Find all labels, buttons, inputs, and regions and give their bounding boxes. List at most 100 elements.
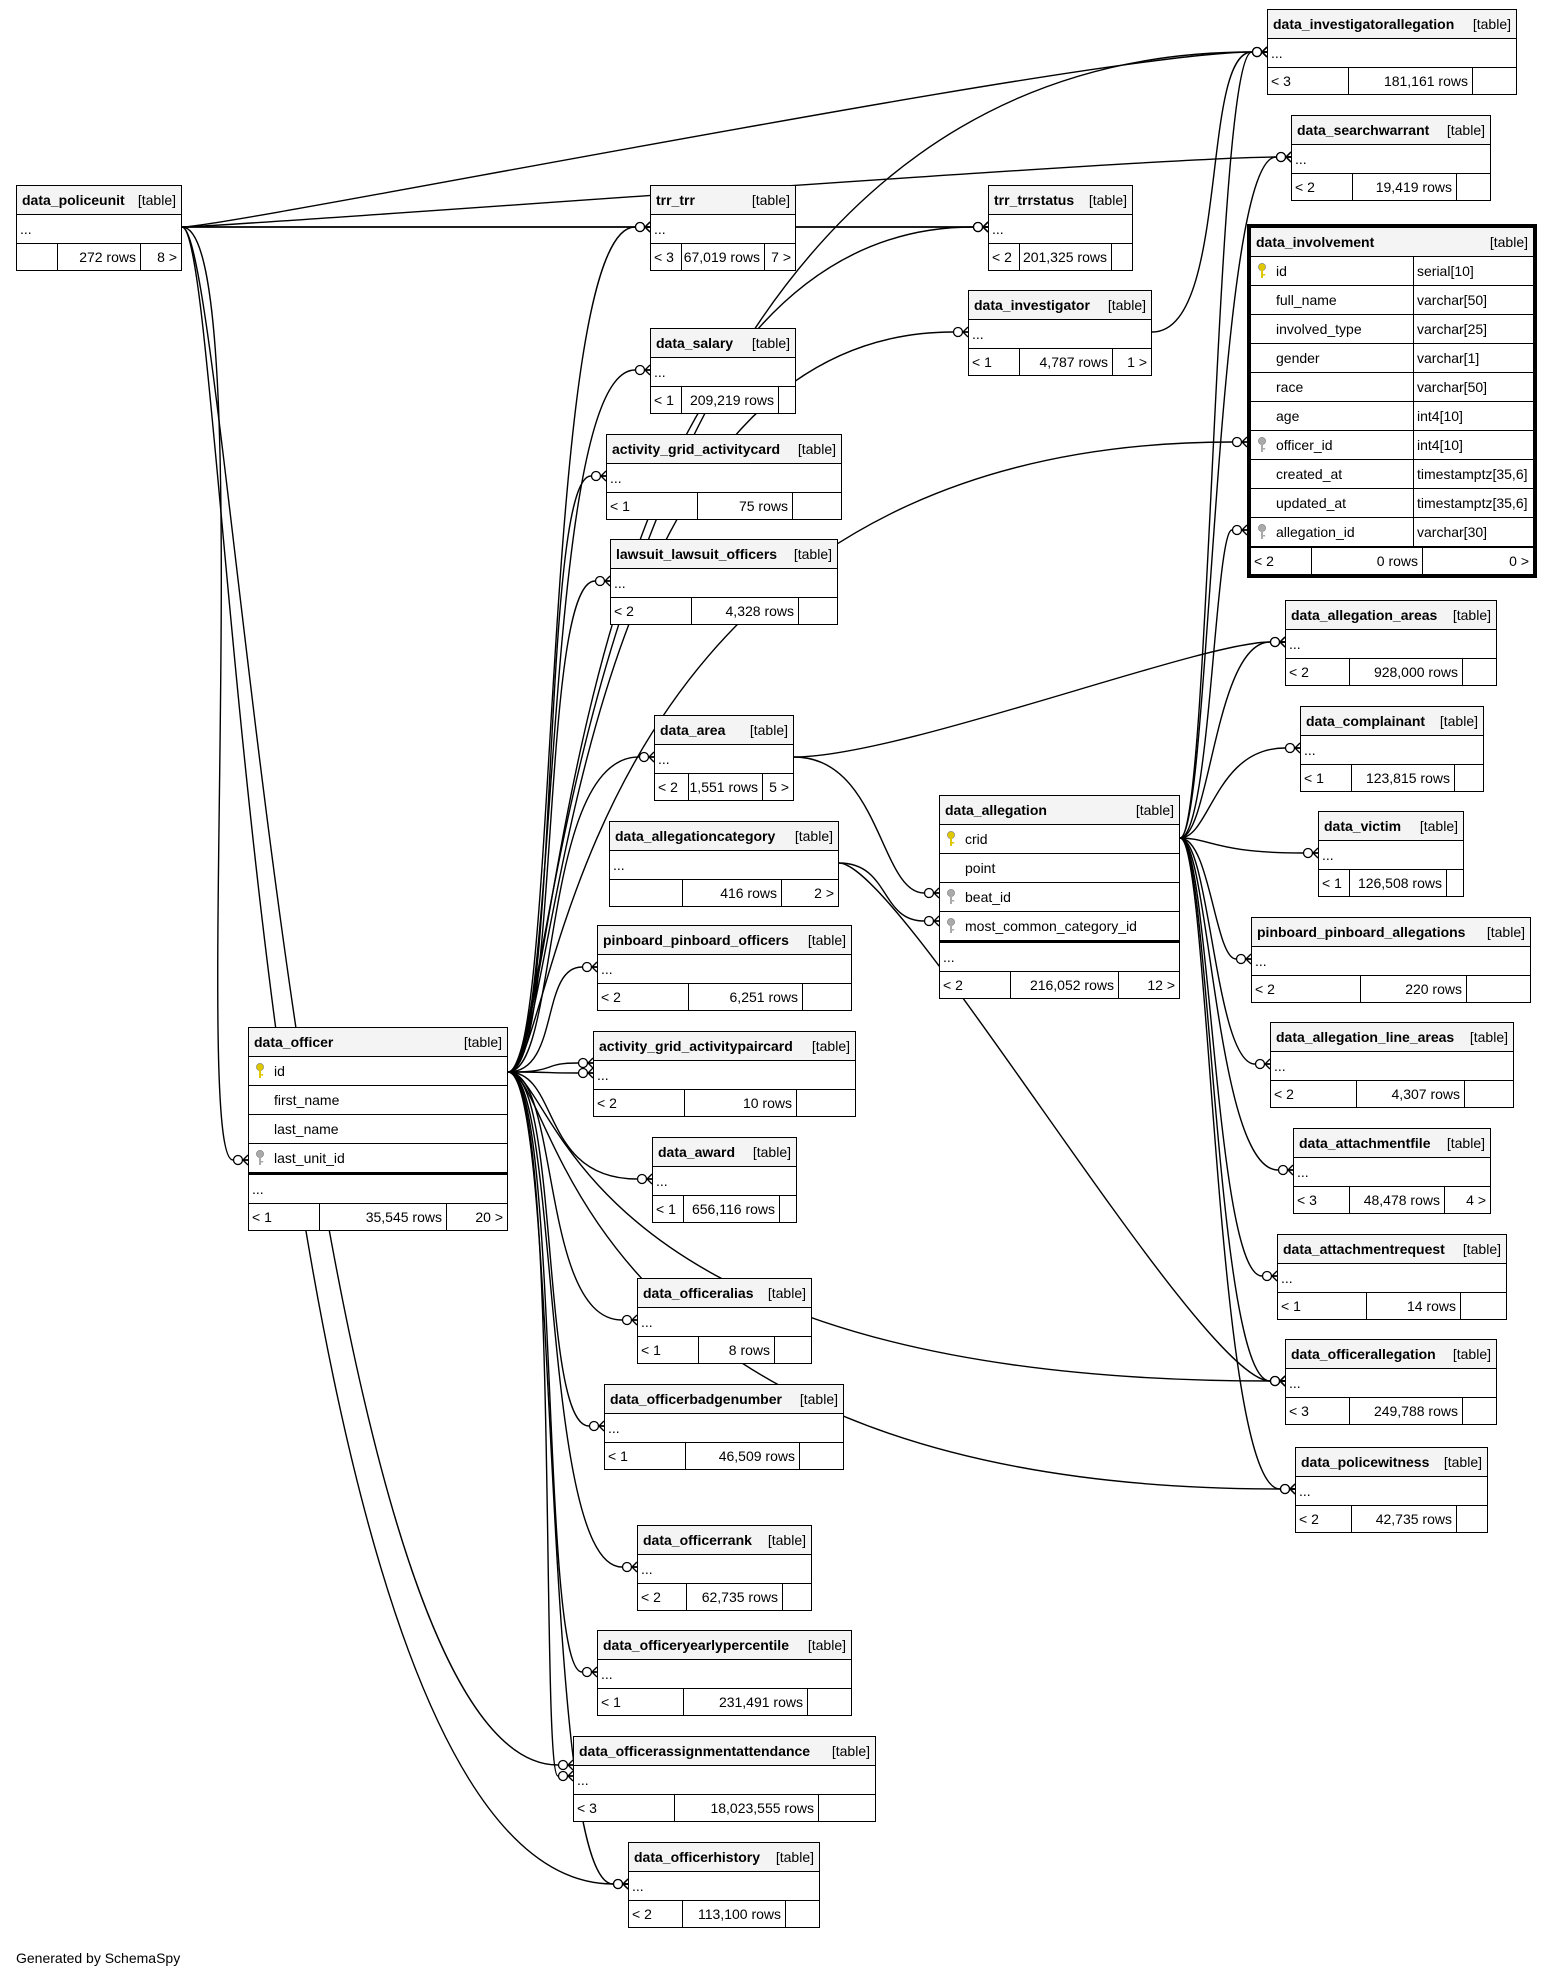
table-data-involvement[interactable]: data_involvement [table] id serial[10] f… (1247, 224, 1537, 578)
child-count[interactable] (1461, 1293, 1506, 1319)
parent-count[interactable]: < 1 (656, 1201, 676, 1217)
parent-count[interactable]: < 1 (1304, 770, 1324, 786)
child-count[interactable] (797, 1090, 855, 1116)
table-data-policewitness[interactable]: data_policewitness [table] ... < 2 42,73… (1295, 1447, 1488, 1533)
child-count[interactable] (1463, 1398, 1496, 1424)
table-data-officeryearlypercentile[interactable]: data_officeryearlypercentile [table] ...… (597, 1630, 852, 1716)
table-data-officerallegation[interactable]: data_officerallegation [table] ... < 3 2… (1285, 1339, 1497, 1425)
parent-count[interactable]: < 2 (641, 1589, 661, 1605)
parent-count[interactable]: < 2 (1274, 1086, 1294, 1102)
table-data-allegationcategory[interactable]: data_allegationcategory [table] ... 416 … (609, 821, 839, 907)
child-count[interactable] (786, 1901, 819, 1927)
optional-marker (590, 470, 602, 482)
parent-count[interactable]: < 2 (943, 977, 963, 993)
child-count[interactable]: 5 > (769, 779, 789, 795)
child-count[interactable] (1455, 765, 1483, 791)
table-data-attachmentfile[interactable]: data_attachmentfile [table] ... < 3 48,4… (1293, 1128, 1491, 1214)
child-count[interactable] (780, 1196, 796, 1222)
child-count[interactable] (808, 1689, 851, 1715)
child-count[interactable]: 20 > (475, 1209, 503, 1225)
parent-count[interactable]: < 3 (577, 1800, 597, 1816)
table-data-investigator[interactable]: data_investigator [table] ... < 1 4,787 … (968, 290, 1152, 376)
child-count[interactable]: 1 > (1127, 354, 1147, 370)
table-activity-grid-activitycard[interactable]: activity_grid_activitycard [table] ... <… (606, 434, 842, 520)
parent-count[interactable]: < 2 (1254, 553, 1274, 569)
child-count[interactable] (793, 493, 841, 519)
child-count[interactable] (1467, 976, 1530, 1002)
table-pinboard-pinboard-officers[interactable]: pinboard_pinboard_officers [table] ... <… (597, 925, 852, 1011)
child-count[interactable] (1457, 1506, 1487, 1532)
table-trr-trr[interactable]: trr_trr [table] ... < 3 67,019 rows 7 > (650, 185, 796, 271)
parent-count[interactable]: < 2 (632, 1906, 652, 1922)
relationship-line (1151, 51, 1267, 333)
table-data-investigatorallegation[interactable]: data_investigatorallegation [table] ... … (1267, 9, 1517, 95)
child-count[interactable]: 7 > (771, 249, 791, 265)
parent-count[interactable] (17, 244, 57, 270)
child-count[interactable] (779, 387, 795, 413)
table-data-award[interactable]: data_award [table] ... < 1 656,116 rows (652, 1137, 797, 1223)
parent-count[interactable]: < 2 (601, 989, 621, 1005)
child-count[interactable]: 0 > (1509, 553, 1529, 569)
child-count[interactable]: 12 > (1147, 977, 1175, 993)
child-count[interactable] (800, 1443, 843, 1469)
table-name: data_officeralias (643, 1285, 754, 1301)
table-data-officerhistory[interactable]: data_officerhistory [table] ... < 2 113,… (628, 1842, 820, 1928)
child-count[interactable] (775, 1337, 811, 1363)
child-count[interactable] (1463, 659, 1496, 685)
table-data-officerbadgenumber[interactable]: data_officerbadgenumber [table] ... < 1 … (604, 1384, 844, 1470)
table-pinboard-pinboard-allegations[interactable]: pinboard_pinboard_allegations [table] ..… (1251, 917, 1531, 1003)
parent-count[interactable]: < 2 (1255, 981, 1275, 997)
child-count[interactable] (1473, 68, 1516, 94)
child-count[interactable]: 4 > (1466, 1192, 1486, 1208)
parent-count[interactable]: < 2 (658, 779, 678, 795)
table-data-allegation-line-areas[interactable]: data_allegation_line_areas [table] ... <… (1270, 1022, 1514, 1108)
parent-count[interactable]: < 3 (1289, 1403, 1309, 1419)
parent-count[interactable]: < 2 (597, 1095, 617, 1111)
parent-count[interactable]: < 1 (610, 498, 630, 514)
table-data-allegation[interactable]: data_allegation [table] crid point (939, 795, 1180, 999)
child-count[interactable] (1112, 244, 1132, 270)
parent-count[interactable]: < 1 (641, 1342, 661, 1358)
table-header: data_allegation_areas [table] (1286, 601, 1496, 630)
table-data-officer[interactable]: data_officer [table] id first_name (248, 1027, 508, 1231)
table-data-victim[interactable]: data_victim [table] ... < 1 126,508 rows (1318, 811, 1464, 897)
child-count[interactable]: 2 > (814, 885, 834, 901)
table-trr-trrstatus[interactable]: trr_trrstatus [table] ... < 2 201,325 ro… (988, 185, 1133, 271)
parent-count[interactable] (610, 880, 682, 906)
table-data-allegation-areas[interactable]: data_allegation_areas [table] ... < 2 92… (1285, 600, 1497, 686)
parent-count[interactable]: < 1 (601, 1694, 621, 1710)
table-data-policeunit[interactable]: data_policeunit [table] ... 272 rows 8 > (16, 185, 182, 271)
child-count[interactable] (783, 1584, 811, 1610)
parent-count[interactable]: < 1 (654, 392, 674, 408)
table-data-complainant[interactable]: data_complainant [table] ... < 1 123,815… (1300, 706, 1484, 792)
parent-count[interactable]: < 1 (972, 354, 992, 370)
parent-count[interactable]: < 2 (992, 249, 1012, 265)
parent-count[interactable]: < 2 (1295, 179, 1315, 195)
parent-count[interactable]: < 2 (1289, 664, 1309, 680)
child-count[interactable] (1447, 870, 1463, 896)
table-data-attachmentrequest[interactable]: data_attachmentrequest [table] ... < 1 1… (1277, 1234, 1507, 1320)
child-count[interactable]: 8 > (157, 249, 177, 265)
child-count[interactable] (1457, 174, 1490, 200)
parent-count[interactable]: < 1 (1322, 875, 1342, 891)
parent-count[interactable]: < 2 (614, 603, 634, 619)
parent-count[interactable]: < 3 (654, 249, 674, 265)
parent-count[interactable]: < 1 (608, 1448, 628, 1464)
table-data-searchwarrant[interactable]: data_searchwarrant [table] ... < 2 19,41… (1291, 115, 1491, 201)
table-data-area[interactable]: data_area [table] ... < 2 1,551 rows 5 > (654, 715, 794, 801)
child-count[interactable] (803, 984, 851, 1010)
parent-count[interactable]: < 2 (1299, 1511, 1319, 1527)
child-count[interactable] (1465, 1081, 1513, 1107)
child-count[interactable] (799, 598, 837, 624)
table-activity-grid-activitypaircard[interactable]: activity_grid_activitypaircard [table] .… (593, 1031, 856, 1117)
table-data-salary[interactable]: data_salary [table] ... < 1 209,219 rows (650, 328, 796, 414)
parent-count[interactable]: < 1 (1281, 1298, 1301, 1314)
table-data-officerrank[interactable]: data_officerrank [table] ... < 2 62,735 … (637, 1525, 812, 1611)
parent-count[interactable]: < 3 (1297, 1192, 1317, 1208)
table-data-officerassignmentattendance[interactable]: data_officerassignmentattendance [table]… (573, 1736, 876, 1822)
parent-count[interactable]: < 3 (1271, 73, 1291, 89)
parent-count[interactable]: < 1 (252, 1209, 272, 1225)
table-data-officeralias[interactable]: data_officeralias [table] ... < 1 8 rows (637, 1278, 812, 1364)
child-count[interactable] (819, 1795, 875, 1821)
table-lawsuit-lawsuit-officers[interactable]: lawsuit_lawsuit_officers [table] ... < 2… (610, 539, 838, 625)
